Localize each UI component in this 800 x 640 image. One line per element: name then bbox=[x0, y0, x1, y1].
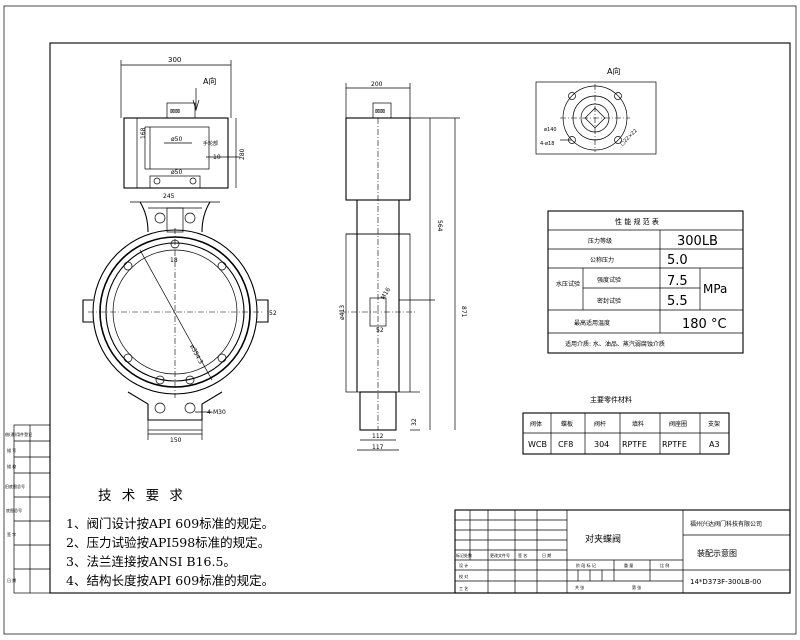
mat-value-1: CF8 bbox=[558, 440, 573, 449]
tb-label-sheets: 共 张 bbox=[575, 584, 584, 590]
tech-requirement-item: 2、压力试验按API598标准的规定。 bbox=[66, 535, 271, 550]
strip-label-3: 描 校 bbox=[7, 463, 16, 469]
perf-table: 性 能 规 范 表 压力等级 300LB 公称压力 5.0 水压试验 强度试验 … bbox=[547, 210, 744, 354]
tech-requirement-item: 3、法兰连接按ANSI B16.5。 bbox=[66, 554, 236, 569]
title-block: 标记处数 更改文件号 签 名 日 期 设 计 校 对 工 艺 对夹蝶阀 阶 段 … bbox=[454, 509, 791, 594]
dim-112: 112 bbox=[372, 433, 384, 440]
mat-value-4: RPTFE bbox=[662, 440, 687, 449]
dim-245: 245 bbox=[163, 193, 175, 200]
perf-value-pressure-class: 300LB bbox=[677, 234, 718, 249]
perf-medium: 适用介质: 水、油品、蒸汽弱腐蚀介质 bbox=[565, 340, 665, 348]
dim-52-right: 52 bbox=[269, 310, 277, 317]
a-view: A向 ø140 4-ø18 □22×22 bbox=[535, 66, 657, 155]
tb-label-mark: 标记处数 bbox=[456, 552, 472, 558]
tb-label-weight: 重 量 bbox=[624, 562, 633, 568]
dim-phi50-lower: ø50 bbox=[171, 169, 182, 176]
mat-header-3: 填料 bbox=[632, 420, 644, 428]
perf-value-temp: 180 °C bbox=[682, 317, 727, 332]
dim-150: 150 bbox=[170, 437, 182, 444]
material-table: 主要零件材料 阀体 蝶板 阀杆 填料 阀座圈 支架 WCB CF8 304 RP… bbox=[522, 395, 730, 455]
strip-label-1: 借(通)用件登记 bbox=[5, 431, 32, 437]
dim-280: 280 bbox=[239, 148, 246, 160]
tb-label-process: 工 艺 bbox=[459, 586, 468, 591]
dim-117: 117 bbox=[372, 444, 384, 451]
mat-value-0: WCB bbox=[528, 440, 547, 449]
stem-top-mark: ⊠⊠ bbox=[170, 108, 180, 115]
dim-bolt: 4-M30 bbox=[207, 409, 226, 416]
tb-company: 福州兴达阀门科技有限公司 bbox=[690, 520, 762, 528]
dim-18: 18 bbox=[170, 257, 178, 264]
perf-group-hydro: 水压试验 bbox=[556, 280, 580, 288]
dim-flange-140: ø140 bbox=[544, 127, 557, 133]
dim-564: 564 bbox=[436, 220, 443, 232]
dim-side-width: 200 bbox=[371, 81, 383, 88]
dim-168: 168 bbox=[140, 127, 147, 139]
mat-header-0: 阀体 bbox=[530, 420, 542, 428]
tech-requirements: 技 术 要 求 1、阀门设计按API 609标准的规定。 2、压力试验按API5… bbox=[66, 487, 406, 590]
perf-label-strength: 强度试验 bbox=[597, 276, 621, 284]
perf-title: 性 能 规 范 表 bbox=[615, 217, 659, 226]
outer-border bbox=[3, 5, 797, 635]
label-handwheel: 手轮部 bbox=[203, 140, 218, 147]
view-a-arrow-label: A向 bbox=[203, 76, 216, 86]
perf-value-nominal: 5.0 bbox=[667, 253, 688, 268]
mat-header-5: 支架 bbox=[708, 420, 720, 428]
perf-unit: MPa bbox=[703, 282, 727, 296]
perf-label-temp: 最高适用温度 bbox=[574, 319, 610, 327]
tb-label-sheet: 第 张 bbox=[632, 584, 641, 590]
tb-label-date: 日 期 bbox=[542, 552, 551, 558]
tb-label-change: 更改文件号 bbox=[490, 552, 510, 558]
perf-label-pressure-class: 压力等级 bbox=[588, 237, 612, 245]
mat-header-1: 蝶板 bbox=[561, 420, 573, 428]
dim-m16: M16 bbox=[380, 286, 393, 301]
mat-value-5: A3 bbox=[709, 440, 720, 449]
mat-header-2: 阀杆 bbox=[594, 420, 606, 428]
tb-label-stage: 阶 段 标 记 bbox=[576, 562, 596, 568]
dim-32: 32 bbox=[411, 418, 418, 426]
strip-label-2: 描 写 bbox=[7, 447, 16, 453]
side-strip: 借(通)用件登记 描 写 描 校 旧底图总号 底图总号 签 字 日 期 bbox=[5, 424, 51, 594]
perf-value-strength: 7.5 bbox=[667, 274, 688, 289]
perf-value-seal: 5.5 bbox=[667, 294, 688, 309]
mat-value-3: RPTFE bbox=[622, 440, 647, 449]
tb-label-scale: 比 例 bbox=[660, 562, 669, 568]
tb-product: 对夹蝶阀 bbox=[585, 533, 621, 545]
dim-871: 871 bbox=[460, 306, 467, 318]
mat-header-4: 阀座圈 bbox=[669, 420, 687, 428]
tb-label-signature: 签 名 bbox=[518, 552, 527, 558]
dim-flange-holes: 4-ø18 bbox=[540, 141, 554, 147]
perf-label-seal: 密封试验 bbox=[597, 297, 621, 305]
tech-requirements-title: 技 术 要 求 bbox=[98, 488, 186, 504]
side-view: 200 ⊠⊠ ø413 M16 52 32 112 117 564 871 bbox=[339, 81, 467, 451]
perf-label-nominal: 公称压力 bbox=[590, 256, 614, 264]
dim-52-side: 52 bbox=[376, 327, 384, 334]
tb-drawing-no: 14*D373F-300LB-00 bbox=[690, 578, 761, 586]
mat-value-2: 304 bbox=[594, 440, 609, 449]
strip-label-7: 日 期 bbox=[7, 577, 16, 583]
tech-requirement-item: 1、阀门设计按API 609标准的规定。 bbox=[66, 516, 275, 531]
tb-label-check: 校 对 bbox=[459, 573, 468, 579]
dim-phi50-upper: ø50 bbox=[171, 136, 182, 143]
a-view-title: A向 bbox=[607, 66, 620, 76]
inner-border bbox=[49, 42, 791, 594]
dim-413: ø413 bbox=[339, 305, 346, 320]
front-view: 300 A向 ⊠⊠ 168 ø50 手轮部 10 280 ø50 245 18 bbox=[82, 56, 277, 444]
strip-label-5: 底图总号 bbox=[6, 507, 22, 513]
dim-square: □22×22 bbox=[619, 128, 639, 148]
side-stem-mark: ⊠⊠ bbox=[375, 108, 385, 115]
tech-requirement-item: 4、结构长度按API 609标准的规定。 bbox=[66, 573, 275, 588]
strip-label-6: 签 字 bbox=[7, 531, 16, 537]
dim-top-width: 300 bbox=[168, 56, 181, 64]
dim-10: 10 bbox=[213, 154, 221, 161]
tb-label-design: 设 计 bbox=[459, 562, 468, 568]
tb-drawing-name: 装配示意图 bbox=[697, 548, 737, 558]
dim-bore: ø354.3 bbox=[188, 344, 204, 366]
strip-label-4: 旧底图总号 bbox=[5, 483, 25, 489]
material-title: 主要零件材料 bbox=[590, 395, 632, 404]
